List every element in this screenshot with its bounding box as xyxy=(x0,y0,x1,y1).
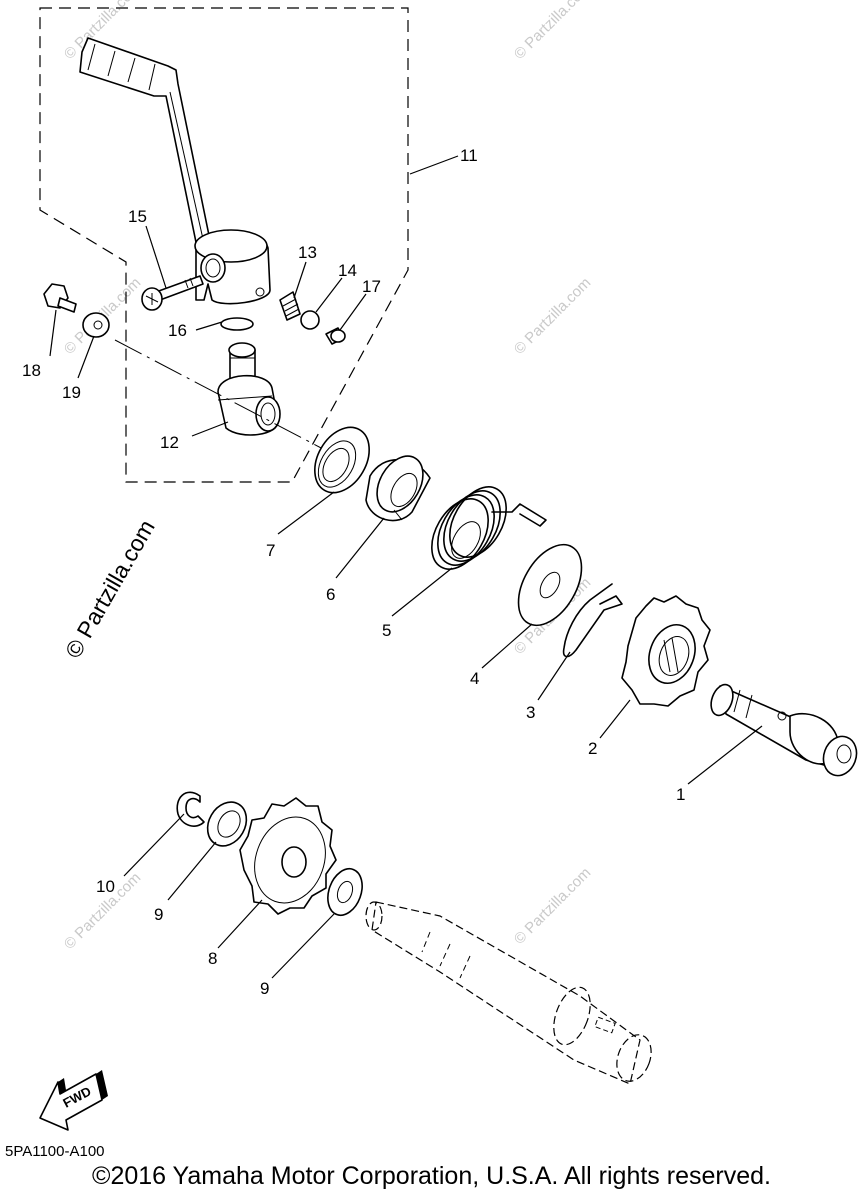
torsion-spring-5 xyxy=(431,486,547,570)
callout-7: 7 xyxy=(266,541,275,560)
main-axle xyxy=(365,901,652,1085)
callout-16: 16 xyxy=(168,321,187,340)
callout-1: 1 xyxy=(676,785,685,804)
callout-4: 4 xyxy=(470,669,479,688)
washer-9-lower xyxy=(327,867,363,917)
washer-4 xyxy=(517,543,583,627)
leader-lines xyxy=(49,155,763,979)
ball-14 xyxy=(300,310,320,330)
kick-crank-lever xyxy=(79,37,271,305)
washer-9-upper xyxy=(206,801,248,847)
assembly-11-boundary xyxy=(39,7,409,483)
watermark-1: © Partzilla.com xyxy=(511,0,594,63)
copyright-notice: ©2016 Yamaha Motor Corporation, U.S.A. A… xyxy=(92,1162,771,1190)
kick-shaft-1 xyxy=(710,683,858,777)
oil-seal-7 xyxy=(314,426,370,494)
collar-6 xyxy=(365,455,431,522)
callout-6: 6 xyxy=(326,585,335,604)
watermark-large: © Partzilla.com xyxy=(60,515,160,662)
spring-13 xyxy=(279,291,301,321)
callout-14: 14 xyxy=(338,261,357,280)
kick-gear-2 xyxy=(621,595,711,707)
callout-3: 3 xyxy=(526,703,535,722)
washer-19 xyxy=(82,312,110,338)
watermark-7: © Partzilla.com xyxy=(511,864,594,947)
pin-17 xyxy=(325,327,346,345)
bolt-18 xyxy=(43,283,77,313)
callout-10: 10 xyxy=(96,877,115,896)
callout-2: 2 xyxy=(588,739,597,758)
drawing-code: 5PA1100-A100 xyxy=(5,1143,105,1160)
callouts: 11 15 13 14 17 16 18 19 12 7 6 5 4 3 2 1… xyxy=(22,146,685,998)
callout-15: 15 xyxy=(128,207,147,226)
watermark-3: © Partzilla.com xyxy=(511,274,594,357)
callout-9-lower: 9 xyxy=(260,979,269,998)
callout-8: 8 xyxy=(208,949,217,968)
callout-19: 19 xyxy=(62,383,81,402)
callout-9-upper: 9 xyxy=(154,905,163,924)
fwd-arrow-icon: FWD xyxy=(39,1070,108,1131)
axis-line xyxy=(114,339,326,451)
callout-5: 5 xyxy=(382,621,391,640)
bolt-15 xyxy=(141,275,204,311)
circlip-10 xyxy=(176,791,205,827)
callout-17: 17 xyxy=(362,277,381,296)
callout-12: 12 xyxy=(160,433,179,452)
kick-boss-12 xyxy=(217,342,281,436)
kickidle-gear-8 xyxy=(239,797,337,915)
callout-18: 18 xyxy=(22,361,41,380)
circlip-16 xyxy=(220,317,254,331)
callout-11: 11 xyxy=(460,146,478,165)
clip-3 xyxy=(562,583,623,658)
callout-13: 13 xyxy=(298,243,317,262)
